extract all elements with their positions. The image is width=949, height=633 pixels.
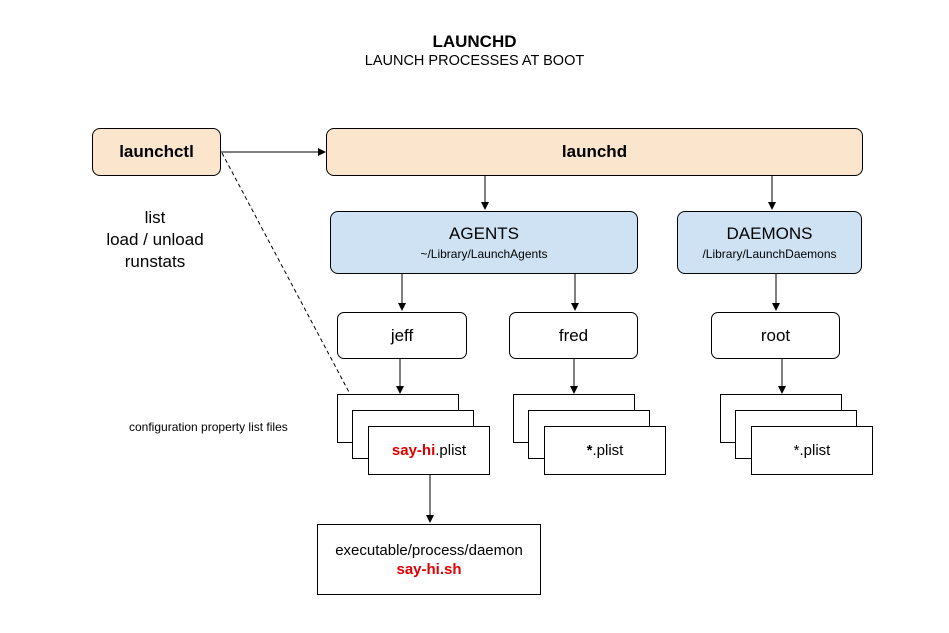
command-runstats: runstats: [124, 252, 186, 271]
launchctl-label: launchctl: [119, 142, 194, 161]
executable-label: executable/process/daemon: [335, 541, 523, 559]
executable-box: executable/process/daemon say-hi.sh: [317, 524, 541, 595]
daemons-label: DAEMONS: [726, 224, 813, 243]
user-root-box: root: [711, 312, 840, 359]
agents-label: AGENTS: [449, 224, 519, 243]
daemons-path: /Library/LaunchDaemons: [702, 247, 837, 261]
command-list: list: [144, 208, 166, 227]
plist-root-wildcard: *: [793, 442, 800, 459]
arrow-launchctl-to-plist-dashed: [221, 152, 368, 427]
plist-fred-wildcard: *: [586, 442, 593, 459]
plist-root-ext: .plist: [799, 442, 831, 459]
plist-fred-ext: .plist: [592, 442, 624, 459]
agents-box: AGENTS ~/Library/LaunchAgents: [330, 211, 638, 274]
user-fred-label: fred: [558, 325, 589, 345]
diagram-subtitle: LAUNCH PROCESSES AT BOOT: [364, 53, 585, 69]
plist-say-hi-file: say-hi.plist: [368, 426, 490, 475]
executable-name: say-hi.sh: [396, 560, 462, 578]
launchd-label: launchd: [561, 142, 628, 161]
user-jeff-box: jeff: [337, 312, 467, 359]
plist-say-hi-name: say-hi: [391, 442, 436, 459]
user-jeff-label: jeff: [390, 325, 414, 345]
plist-root-file: *.plist: [751, 426, 873, 475]
plist-say-hi-ext: .plist: [435, 442, 467, 459]
config-files-annotation: configuration property list files: [129, 420, 288, 434]
launchctl-command-list: list load / unload runstats: [80, 207, 230, 273]
launchd-box: launchd: [326, 128, 863, 176]
agents-path: ~/Library/LaunchAgents: [420, 247, 548, 261]
user-root-label: root: [760, 325, 791, 345]
user-fred-box: fred: [509, 312, 638, 359]
daemons-box: DAEMONS /Library/LaunchDaemons: [677, 211, 862, 274]
plist-fred-file: *.plist: [544, 426, 666, 475]
command-load-unload: load / unload: [106, 230, 204, 249]
launchctl-box: launchctl: [92, 128, 221, 176]
diagram-title: LAUNCHD: [432, 32, 517, 51]
